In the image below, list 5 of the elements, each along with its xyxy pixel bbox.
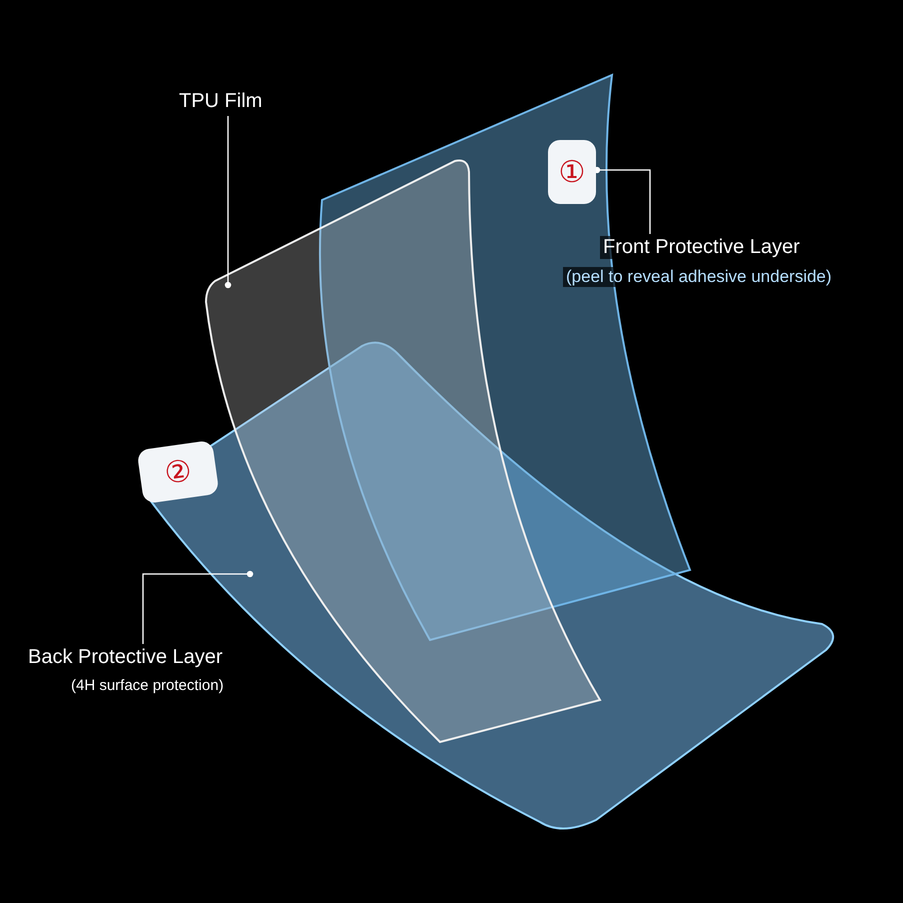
pull-tab: ②: [136, 440, 220, 504]
leader-line: [142, 570, 254, 644]
pull-tab: ①: [548, 140, 596, 204]
leader-line: [224, 116, 232, 288]
leader-line: [594, 166, 651, 234]
